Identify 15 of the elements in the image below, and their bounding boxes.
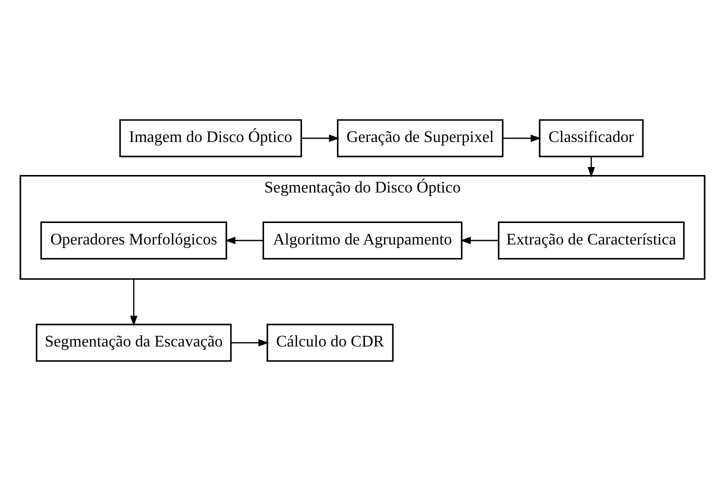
arrow	[224, 236, 264, 244]
node-box: Cálculo do CDR	[266, 323, 394, 362]
arrow	[588, 156, 595, 178]
node-box: Classificador	[538, 118, 644, 157]
arrow	[302, 134, 340, 142]
arrow	[502, 134, 542, 142]
node-box: Algoritmo de Agrupamento	[262, 221, 462, 259]
arrow	[130, 278, 138, 326]
node-box: Operadores Morfológicos	[40, 221, 228, 259]
arrow	[460, 236, 498, 244]
node-box: Geração de Superpixel	[336, 118, 504, 157]
node-box: Extração de Característica	[498, 221, 685, 259]
node-box: Segmentação da Escavação	[36, 323, 232, 362]
node-box: Imagem do Disco Óptico	[119, 118, 302, 157]
arrow	[231, 338, 269, 346]
